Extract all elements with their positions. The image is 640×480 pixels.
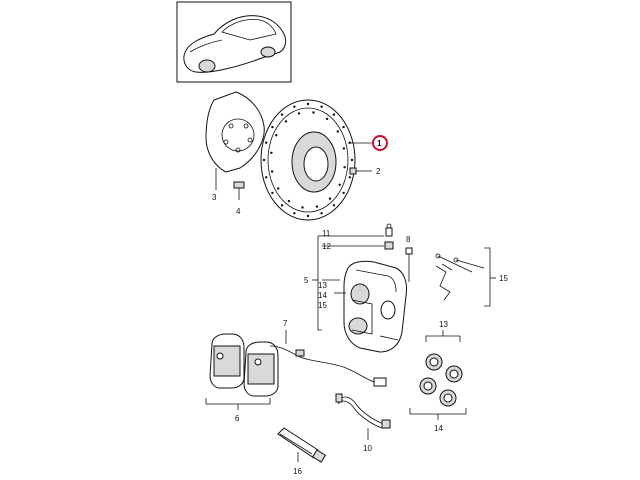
vehicle-thumbnail <box>176 1 292 83</box>
car-hood-line <box>189 39 223 53</box>
dust-shield[interactable] <box>205 91 265 173</box>
drill-hole <box>306 214 310 218</box>
callout-6: 6 <box>235 414 240 423</box>
callout-14a: 14 <box>318 291 327 300</box>
brake-disc[interactable] <box>260 99 356 221</box>
piston-seal-small-1[interactable] <box>425 353 443 371</box>
piston-seal-small-2[interactable] <box>445 365 463 383</box>
callout-14b: 14 <box>434 424 443 433</box>
bleeder-cap[interactable] <box>384 241 394 250</box>
callout-13b: 13 <box>439 320 448 329</box>
wear-sensor[interactable] <box>269 345 387 387</box>
callout-12: 12 <box>322 242 331 251</box>
drill-hole <box>270 151 273 154</box>
car-windows <box>221 19 277 41</box>
callout-5: 5 <box>304 276 309 285</box>
car-wheel-rear <box>260 46 276 58</box>
drill-hole <box>293 212 296 215</box>
drill-hole <box>350 158 354 162</box>
drill-hole <box>325 117 329 121</box>
drill-hole <box>328 197 332 200</box>
drill-hole <box>270 170 274 173</box>
callout-1-highlight <box>372 135 388 151</box>
drill-hole <box>262 158 266 162</box>
callout-3: 3 <box>212 193 217 202</box>
drill-hole <box>312 111 315 114</box>
grease-tube[interactable] <box>277 427 327 463</box>
drill-hole <box>280 113 284 116</box>
drill-hole <box>343 166 346 169</box>
callout-10: 10 <box>363 444 372 453</box>
drill-hole <box>342 191 345 195</box>
drill-hole <box>271 191 274 195</box>
drill-hole <box>293 105 296 108</box>
car-body <box>183 15 287 73</box>
drill-hole <box>284 120 288 123</box>
brake-pad-outer[interactable] <box>209 333 245 389</box>
drill-hole <box>301 206 304 209</box>
piston-seal-large-1[interactable] <box>419 377 437 395</box>
drill-hole <box>265 176 268 179</box>
bleeder-valve[interactable] <box>385 223 393 237</box>
drill-hole <box>338 183 341 186</box>
drill-hole <box>271 125 274 129</box>
drill-hole <box>320 105 323 108</box>
drill-hole <box>348 176 351 179</box>
drill-hole <box>315 205 319 208</box>
drill-hole <box>297 112 301 115</box>
drill-hole <box>277 187 280 190</box>
callout-4: 4 <box>236 207 241 216</box>
drill-hole <box>320 212 323 215</box>
callout-2: 2 <box>376 167 381 176</box>
brake-caliper[interactable] <box>343 260 407 353</box>
drill-hole <box>332 113 336 116</box>
drill-hole <box>275 134 278 137</box>
caliper-bolt[interactable] <box>405 247 413 282</box>
callout-13a: 13 <box>318 281 327 290</box>
disc-drill-holes <box>262 102 354 218</box>
callout-1: 1 <box>377 139 382 148</box>
drill-hole <box>336 130 339 133</box>
callout-15b: 15 <box>499 274 508 283</box>
callout-15a: 15 <box>318 301 327 310</box>
callout-8: 8 <box>406 235 411 244</box>
drill-hole <box>342 125 345 129</box>
retaining-pins[interactable] <box>435 253 485 273</box>
drill-hole <box>306 102 310 106</box>
car-wheel-front <box>198 59 216 73</box>
spreader-spring[interactable] <box>435 263 453 301</box>
disc-screw[interactable] <box>349 167 372 175</box>
drill-hole <box>265 141 268 144</box>
shield-screw[interactable] <box>233 181 245 200</box>
drill-hole <box>280 204 284 207</box>
callout-7: 7 <box>283 319 288 328</box>
piston-seal-large-2[interactable] <box>439 389 457 407</box>
drill-hole <box>342 147 346 150</box>
brake-pad-inner[interactable] <box>243 341 279 397</box>
brake-hose[interactable] <box>335 393 391 429</box>
callout-16: 16 <box>293 467 302 476</box>
callout-11: 11 <box>322 229 331 238</box>
drill-hole <box>332 204 336 207</box>
drill-hole <box>287 199 291 203</box>
